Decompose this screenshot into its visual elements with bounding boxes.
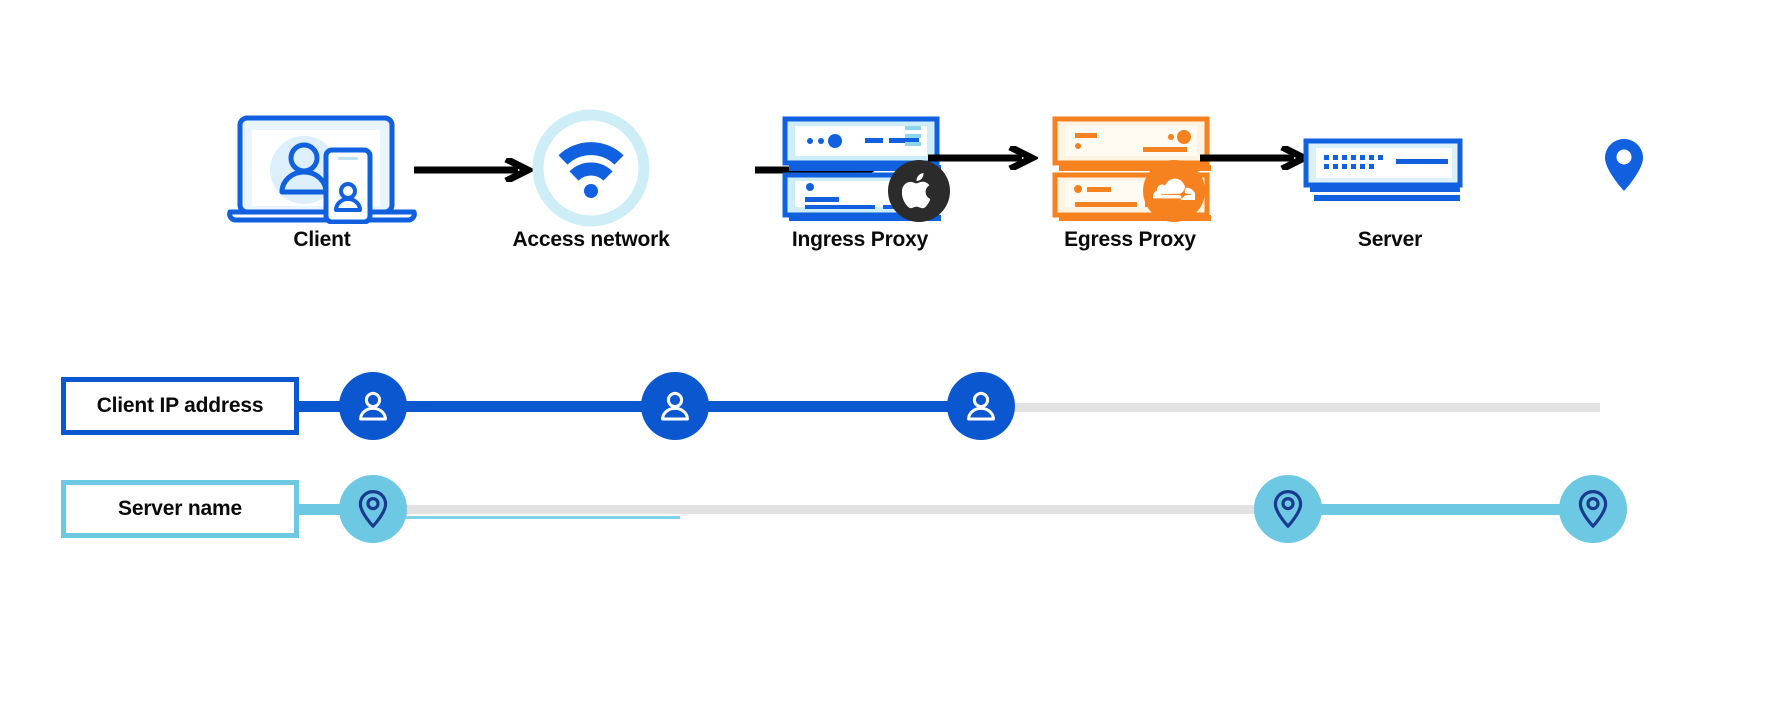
flow-node-label-server: Server [1357,228,1423,251]
map-pin-icon [358,490,388,528]
flow-node-ingress-proxy: Ingress Proxy [760,108,960,252]
client-ip-node-access-network [641,372,709,440]
server-stack-icon [782,116,941,221]
apple-logo-icon [902,173,931,209]
track-client-ip-address: Client IP address [0,372,1792,450]
map-pin-icon [1273,490,1303,528]
flow-node-server: Server [1290,108,1490,252]
client-ip-node-ingress-proxy [947,372,1015,440]
arrow-client-to-access [414,155,536,185]
apple-logo-badge [888,160,950,222]
client-ip-node-client [339,372,407,440]
server-name-node-client [339,475,407,543]
person-icon [967,391,995,421]
cloudflare-cloud-icon [1153,178,1195,201]
arrow-right-icon [414,155,536,185]
server-name-visible-segment [1255,504,1585,515]
person-icon [661,391,689,421]
client-ip-label-box: Client IP address [61,377,299,435]
client-ip-label: Client IP address [96,394,264,417]
server-name-label-box: Server name [61,480,299,538]
flow-node-label-client: Client [293,228,351,251]
client-artwork [226,108,418,228]
arrow-right-icon [928,143,1040,173]
server-unit-icon [1303,138,1463,201]
person-icon [359,391,387,421]
server-name-node-server [1559,475,1627,543]
flow-node-label-egress-proxy: Egress Proxy [1064,228,1196,251]
flow-node-client: Client [222,108,422,252]
ingress-proxy-artwork [775,108,945,228]
server-name-hidden-segment [403,505,1263,514]
server-artwork [1300,108,1480,228]
flow-node-label-ingress-proxy: Ingress Proxy [791,228,929,251]
map-pin-icon [1578,490,1608,528]
flow-node-label-access-network: Access network [512,228,670,251]
access-network-artwork [531,108,651,228]
flow-node-access-network: Access network [491,108,691,252]
map-pin-badge [1601,137,1647,193]
server-name-underline [403,516,680,519]
wifi-circle-icon [532,109,650,227]
map-pin-icon [1605,139,1643,191]
client-ip-hidden-segment [990,403,1600,412]
arrow-ingress-to-egress [928,143,1040,173]
server-name-node-egress-proxy [1254,475,1322,543]
cloudflare-logo-badge [1143,160,1205,222]
laptop-phone-user-icon [227,115,417,224]
track-server-name: Server name [0,475,1792,553]
server-name-label: Server name [118,497,242,520]
